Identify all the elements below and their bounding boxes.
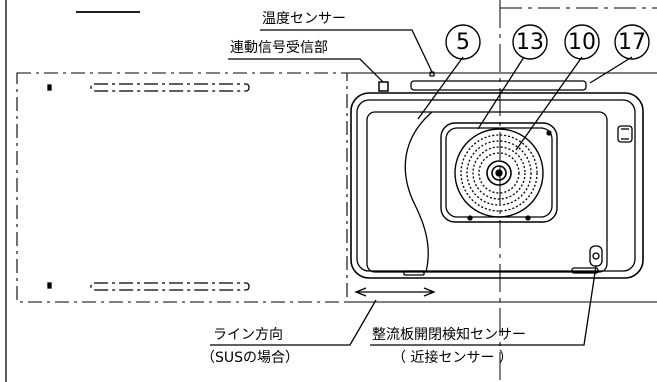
callout-13-number: 13 bbox=[516, 29, 544, 55]
top-slot bbox=[90, 83, 250, 92]
proximity-sensor-eye bbox=[592, 252, 600, 260]
callout-5-circle bbox=[445, 24, 481, 60]
main-unit-panel bbox=[366, 111, 608, 273]
leader-callout-13 bbox=[477, 56, 525, 130]
fan-ring bbox=[472, 146, 526, 200]
mount-hole bbox=[47, 282, 52, 289]
fan-hub-center bbox=[495, 169, 503, 177]
leader-callout-5 bbox=[417, 56, 464, 120]
bottom-slot-right bbox=[571, 267, 599, 274]
leader-callout-17 bbox=[589, 56, 633, 84]
rectifier-plate bbox=[404, 111, 433, 273]
bottom-slot bbox=[90, 282, 250, 291]
callout-13-circle bbox=[512, 24, 548, 60]
line-direction-label: ライン方向 bbox=[213, 327, 283, 343]
arrow-head-left bbox=[354, 287, 367, 297]
fan-housing bbox=[440, 122, 558, 223]
main-unit-outer bbox=[350, 92, 644, 279]
arrow-head-right bbox=[423, 287, 436, 297]
callout-10-number: 10 bbox=[568, 29, 596, 55]
leader-callout-10 bbox=[515, 56, 583, 151]
leader-temp-sensor bbox=[260, 29, 433, 73]
callout-17-circle bbox=[614, 24, 650, 60]
fan-screw bbox=[467, 215, 473, 221]
fan-ring bbox=[478, 152, 520, 194]
leader-line-direction bbox=[210, 299, 377, 346]
fan-screw bbox=[546, 130, 552, 136]
callout-5-number: 5 bbox=[456, 29, 470, 55]
leader-link-receiver bbox=[228, 58, 384, 83]
main-unit-inner bbox=[356, 99, 636, 272]
callout-10-circle bbox=[564, 24, 600, 60]
fan-outer-ring bbox=[454, 128, 544, 218]
rectifier-sensor-label: 整流板開閉検知センサー bbox=[372, 327, 526, 343]
callout-17-number: 17 bbox=[618, 29, 646, 55]
link-receiver-box bbox=[378, 81, 389, 92]
fan-ring bbox=[460, 134, 538, 212]
fan-ring bbox=[466, 140, 532, 206]
side-knob bbox=[617, 125, 633, 143]
adjacent-unit-outline bbox=[16, 72, 348, 303]
proximity-sensor-body bbox=[589, 245, 603, 267]
leader-rectifier-sensor bbox=[370, 265, 597, 346]
fan-screw bbox=[525, 215, 531, 221]
link-receiver-label: 連動信号受信部 bbox=[230, 40, 328, 56]
sus-case-label: （SUSの場合） bbox=[201, 350, 300, 366]
fan-hub-mid bbox=[491, 165, 507, 181]
temp-sensor-label: 温度センサー bbox=[262, 11, 346, 27]
proximity-sensor-label: （ 近接センサー ） bbox=[392, 350, 513, 366]
fan-hub-outer bbox=[486, 160, 512, 186]
mount-hole bbox=[47, 84, 52, 91]
bottom-foot bbox=[403, 270, 425, 276]
temp-sensor-dot bbox=[429, 71, 435, 77]
top-handle-bar bbox=[410, 80, 587, 91]
